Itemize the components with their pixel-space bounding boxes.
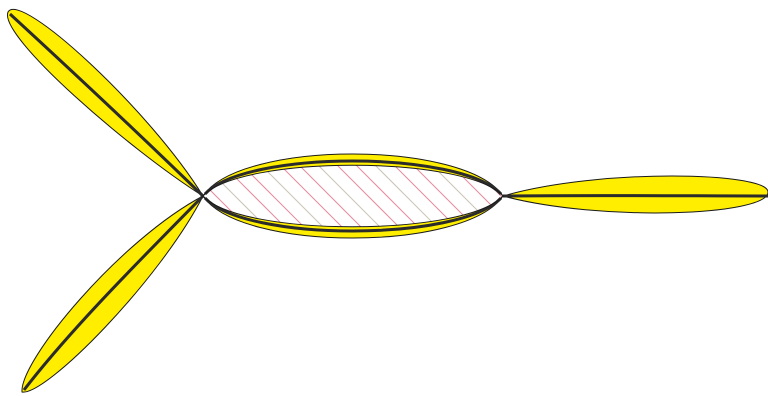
right-petal xyxy=(503,176,768,213)
upper-left-petal-midrib xyxy=(10,14,203,196)
lower-left-petal xyxy=(22,196,203,392)
upper-left-petal xyxy=(7,9,203,196)
